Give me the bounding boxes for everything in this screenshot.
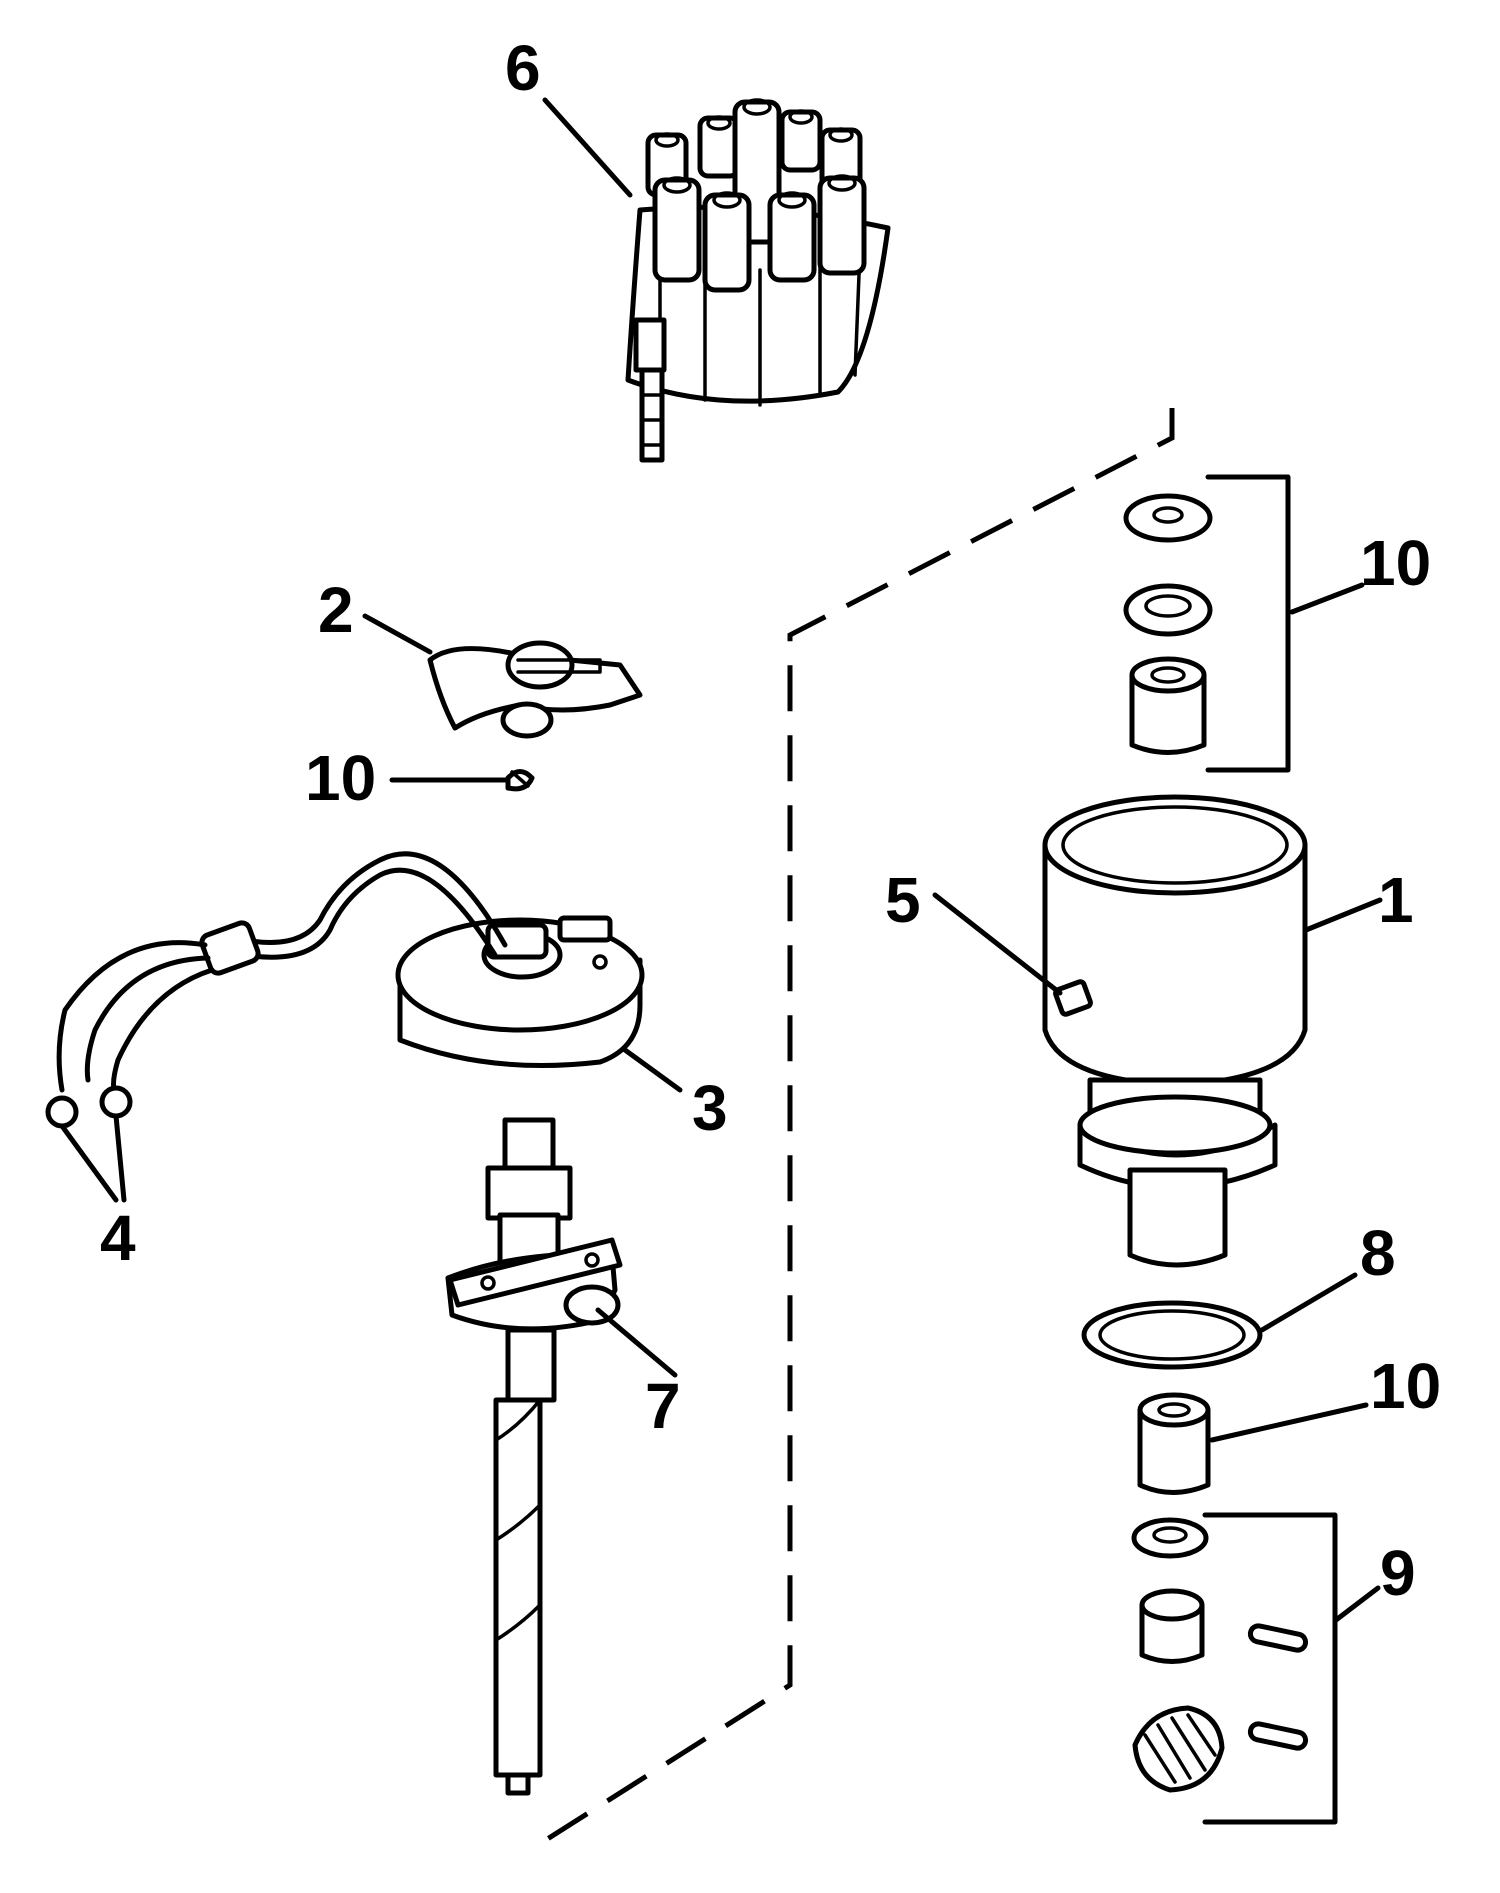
top-bushings — [1123, 493, 1213, 755]
leader-1 — [1303, 897, 1383, 933]
callout-6: 6 — [505, 32, 541, 104]
distributor-housing — [1042, 794, 1308, 1268]
gasket-ring — [1081, 1300, 1263, 1370]
callout-9: 9 — [1380, 1537, 1416, 1609]
leader-3 — [622, 1047, 683, 1093]
leader-2 — [362, 613, 433, 655]
leader-6 — [542, 97, 633, 198]
rotor — [427, 640, 643, 739]
leader-4a — [59, 1123, 119, 1203]
leader-10c — [1209, 1402, 1369, 1443]
callout-10-top: 10 — [1360, 527, 1431, 599]
retaining-clip — [505, 769, 535, 792]
callout-4: 4 — [100, 1202, 136, 1274]
cap-towers — [645, 98, 867, 293]
callout-10-clip: 10 — [305, 742, 376, 814]
leader-4b — [113, 1113, 127, 1203]
callout-2: 2 — [318, 574, 354, 646]
lower-bushing — [1137, 1392, 1211, 1495]
leader-7 — [595, 1307, 678, 1378]
leader-lines — [59, 97, 1383, 1825]
bracket-9 — [1202, 1512, 1338, 1825]
distributor-cap — [625, 98, 891, 463]
assembly-dashed-outline — [528, 408, 1175, 1853]
callout-3: 3 — [692, 1072, 728, 1144]
leader-8 — [1259, 1272, 1358, 1333]
callout-5: 5 — [885, 864, 921, 936]
callout-7: 7 — [645, 1370, 681, 1442]
leader-10b — [1289, 582, 1365, 615]
leader-5 — [932, 892, 1063, 996]
callout-labels: 6 2 10 10 5 1 3 4 7 8 10 9 — [100, 32, 1441, 1609]
wire-leads — [45, 851, 508, 1129]
distributor-shaft — [445, 1117, 623, 1796]
drive-gear-set — [1131, 1517, 1309, 1793]
leader-9 — [1333, 1585, 1381, 1623]
bracket-10b — [1205, 474, 1291, 773]
callout-8: 8 — [1360, 1217, 1396, 1289]
callout-10-lower: 10 — [1370, 1350, 1441, 1422]
callout-1: 1 — [1378, 864, 1414, 936]
pickup-coil — [395, 915, 645, 1069]
